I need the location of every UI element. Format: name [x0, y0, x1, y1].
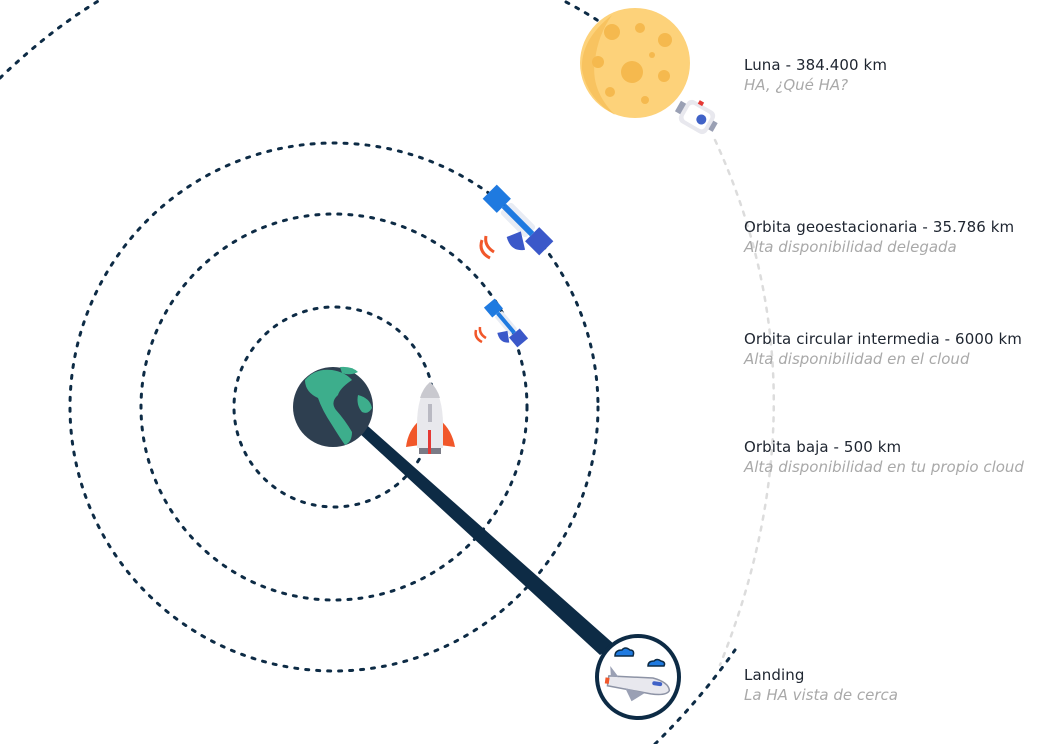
label-leo-title: Orbita baja - 500 km: [744, 438, 902, 456]
label-geo-subtitle: Alta disponibilidad delegada: [744, 238, 957, 256]
space-shuttle-icon: [604, 665, 671, 702]
satellite-signal-icon: [479, 235, 495, 260]
moon-icon: [580, 8, 690, 118]
label-meo-subtitle: Alta disponibilidad en el cloud: [744, 350, 970, 368]
meo-orbit: [139, 212, 529, 602]
label-landing-subtitle: La HA vista de cerca: [744, 686, 898, 704]
small-satellite-signal-icon: [474, 326, 487, 344]
label-landing: Landing La HA vista de cerca: [744, 665, 898, 705]
label-meo: Orbita circular intermedia - 6000 km Alt…: [744, 329, 1022, 369]
label-luna-subtitle: HA, ¿Qué HA?: [744, 76, 849, 94]
landing-circle: [595, 634, 681, 720]
rocket-icon: [406, 382, 455, 454]
label-meo-title: Orbita circular intermedia - 6000 km: [744, 330, 1023, 348]
satellite-icon-small: [483, 298, 529, 348]
cloud-icon-small: [647, 658, 666, 667]
label-luna: Luna - 384.400 km HA, ¿Qué HA?: [744, 55, 887, 95]
outer-orbit-arc-top: [564, 0, 602, 24]
label-landing-title: Landing: [744, 666, 805, 684]
label-leo: Orbita baja - 500 km Alta disponibilidad…: [744, 437, 1024, 477]
earth-icon: [293, 366, 373, 447]
outer-orbit-arc: [0, 0, 102, 80]
label-geo-title: Orbita geoestacionaria - 35.786 km: [744, 218, 1015, 236]
label-geo: Orbita geoestacionaria - 35.786 km Alta …: [744, 217, 1014, 257]
label-luna-title: Luna - 384.400 km: [744, 56, 888, 74]
geo-orbit: [68, 141, 600, 673]
zoom-line: [345, 412, 615, 655]
satellite-icon: [482, 184, 554, 256]
moon-to-landing-path: [713, 138, 775, 667]
space-capsule-icon: [674, 99, 718, 135]
label-leo-subtitle: Alta disponibilidad en tu propio cloud: [744, 458, 1024, 476]
outer-orbit-arc-bottom: [653, 648, 737, 744]
cloud-icon: [614, 647, 635, 657]
